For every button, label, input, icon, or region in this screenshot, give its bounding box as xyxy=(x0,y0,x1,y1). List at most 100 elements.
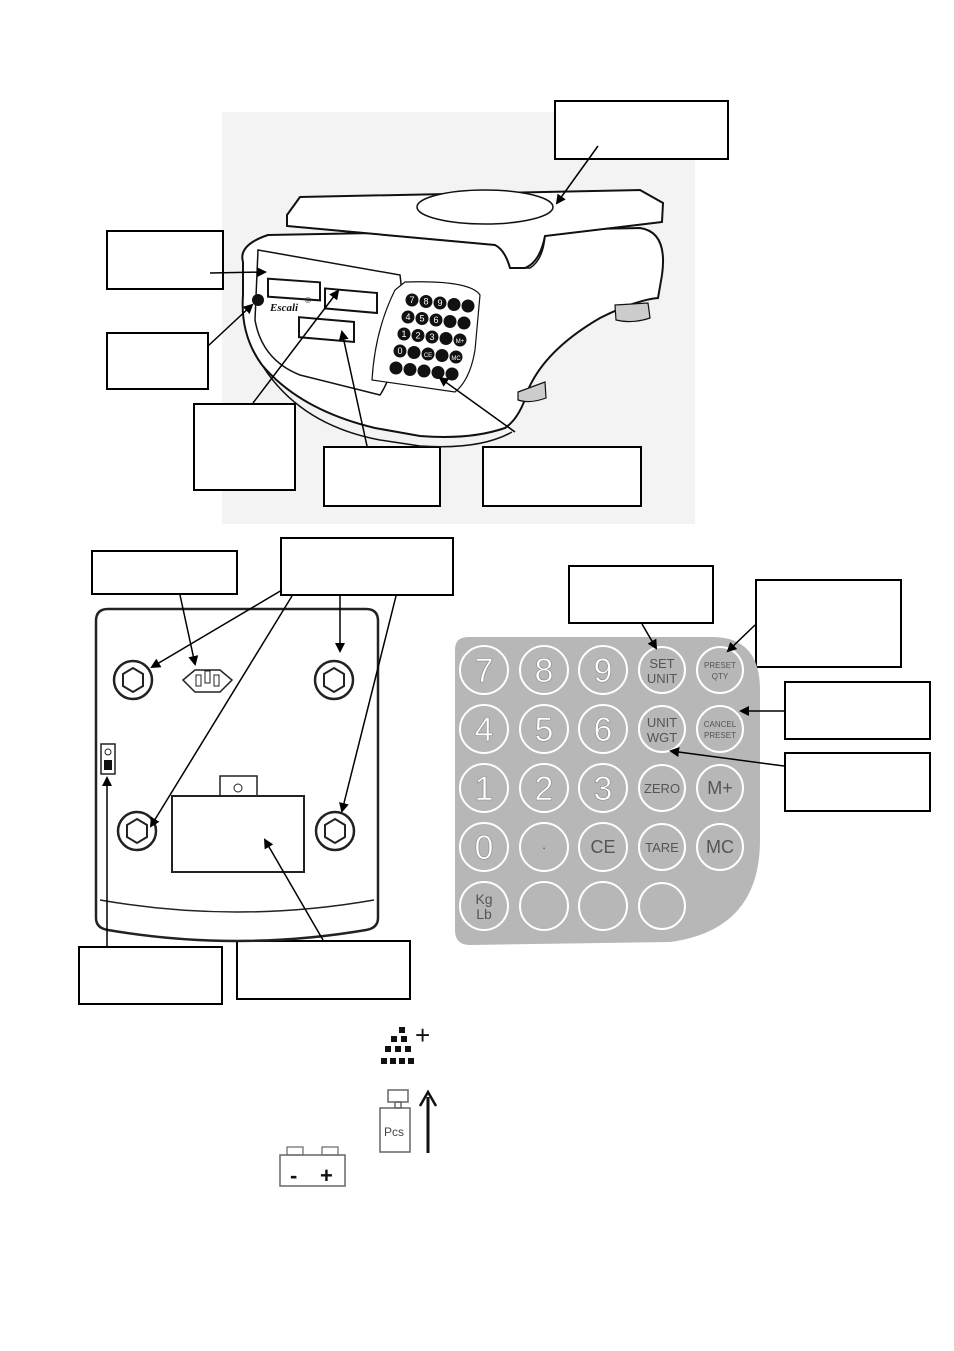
leader-battery-cover xyxy=(263,838,324,941)
scale-foot-right xyxy=(614,302,651,323)
callout-display-left xyxy=(106,230,224,290)
leader-display-bottom xyxy=(338,330,368,447)
callout-display-middle xyxy=(193,403,296,491)
leader-foot-br xyxy=(339,595,397,813)
keypad-key: 4 xyxy=(459,704,509,754)
front-key-label: M+ xyxy=(456,339,465,345)
bottom-foot-br xyxy=(314,810,356,852)
front-key xyxy=(425,330,439,344)
leader-platform xyxy=(555,145,599,205)
keypad-key-label: CE xyxy=(590,837,615,857)
keypad-key: MC xyxy=(696,823,744,871)
bottom-foot-tr xyxy=(313,659,355,701)
keypad-key: 2 xyxy=(519,763,569,813)
front-key-label: 8 xyxy=(423,297,428,307)
keypad-key: 3 xyxy=(578,763,628,813)
keypad-key-label: 6 xyxy=(594,711,613,749)
brand-logo: Escali xyxy=(269,302,299,314)
leader-display-left xyxy=(209,267,267,278)
keypad-key-label-line2: QTY xyxy=(712,672,729,681)
callout-unit-wgt xyxy=(784,752,931,812)
keypad-key: 5 xyxy=(519,704,569,754)
keypad-key-label-line1: UNIT xyxy=(647,715,677,730)
front-key xyxy=(435,349,449,362)
scale-platform-dish xyxy=(416,189,554,225)
front-key xyxy=(393,344,407,358)
keypad-key-label-line2: WGT xyxy=(647,730,677,745)
keypad-key-label: 0 xyxy=(475,829,494,867)
keypad-key-label-line1: SET xyxy=(649,656,674,671)
pieces-plus-symbol: + xyxy=(381,1020,430,1064)
keypad-key-label: · xyxy=(542,840,546,855)
power-switch xyxy=(100,743,116,775)
bottom-inner-edge xyxy=(99,899,375,913)
keypad-key-label: MC xyxy=(706,837,734,857)
front-key xyxy=(449,350,463,364)
display-middle xyxy=(324,287,378,315)
leader-preset-qty xyxy=(726,624,756,653)
front-key xyxy=(433,296,447,310)
keypad-key-label: 9 xyxy=(594,652,613,690)
scale-base-rim xyxy=(261,364,513,448)
callout-battery-cover xyxy=(236,940,411,1000)
front-key-label: 1 xyxy=(401,329,406,339)
battery-icon: - + xyxy=(279,1146,346,1188)
front-key-label: MC xyxy=(451,356,461,362)
leader-set-unit xyxy=(641,623,658,650)
front-key xyxy=(447,298,461,311)
front-key-label: 5 xyxy=(419,314,424,324)
leader-foot-tl xyxy=(150,589,283,669)
bottom-foot-tl xyxy=(112,659,154,701)
leader-foot-bl xyxy=(149,595,293,828)
callout-display-bottom xyxy=(323,446,441,507)
bottom-outline xyxy=(94,607,380,943)
callout-feet xyxy=(280,537,454,596)
keypad-key-label: 7 xyxy=(475,652,494,690)
leader-indicator xyxy=(207,303,254,347)
keypad-key xyxy=(638,882,686,930)
front-key xyxy=(431,366,445,379)
front-key xyxy=(411,329,425,342)
callout-set-unit xyxy=(568,565,714,624)
keypad-key-label-line1: Kg xyxy=(475,891,492,907)
keypad-key-label-line2: PRESET xyxy=(704,731,736,740)
front-key-label: 4 xyxy=(405,312,410,322)
leader-display-middle xyxy=(252,289,340,404)
weight-pcs-symbol: Pcs xyxy=(379,1089,438,1153)
front-key xyxy=(419,295,433,308)
display-left xyxy=(267,277,321,302)
front-key xyxy=(461,299,475,313)
brand-text: Escali xyxy=(269,302,299,314)
keypad-key: 7 xyxy=(459,645,509,695)
callout-preset-qty xyxy=(755,579,902,668)
keypad-key-label: 4 xyxy=(475,711,494,749)
front-key xyxy=(403,363,417,376)
keypad-key-label: ZERO xyxy=(644,781,680,796)
keypad-key: TARE xyxy=(638,823,686,871)
front-key xyxy=(397,327,411,341)
callout-cancel-preset xyxy=(784,681,931,740)
front-key-label: 2 xyxy=(415,331,420,341)
front-key-label: 0 xyxy=(397,346,402,356)
battery-cover xyxy=(171,775,305,873)
callout-switch xyxy=(78,946,223,1005)
front-key xyxy=(443,315,457,328)
scale-bottom-view xyxy=(94,607,380,943)
keypad-key-label-line2: UNIT xyxy=(647,671,677,686)
registered-mark: ® xyxy=(305,296,311,305)
front-key xyxy=(401,310,415,324)
keypad-key-label: 1 xyxy=(475,770,494,808)
keypad-key-label: 8 xyxy=(535,652,554,690)
bottom-foot-bl xyxy=(116,810,158,852)
callout-platform xyxy=(554,100,729,160)
keypad-key-label-line1: PRESET xyxy=(704,661,736,670)
keypad-key-label: 2 xyxy=(535,770,554,808)
power-socket xyxy=(181,669,234,693)
